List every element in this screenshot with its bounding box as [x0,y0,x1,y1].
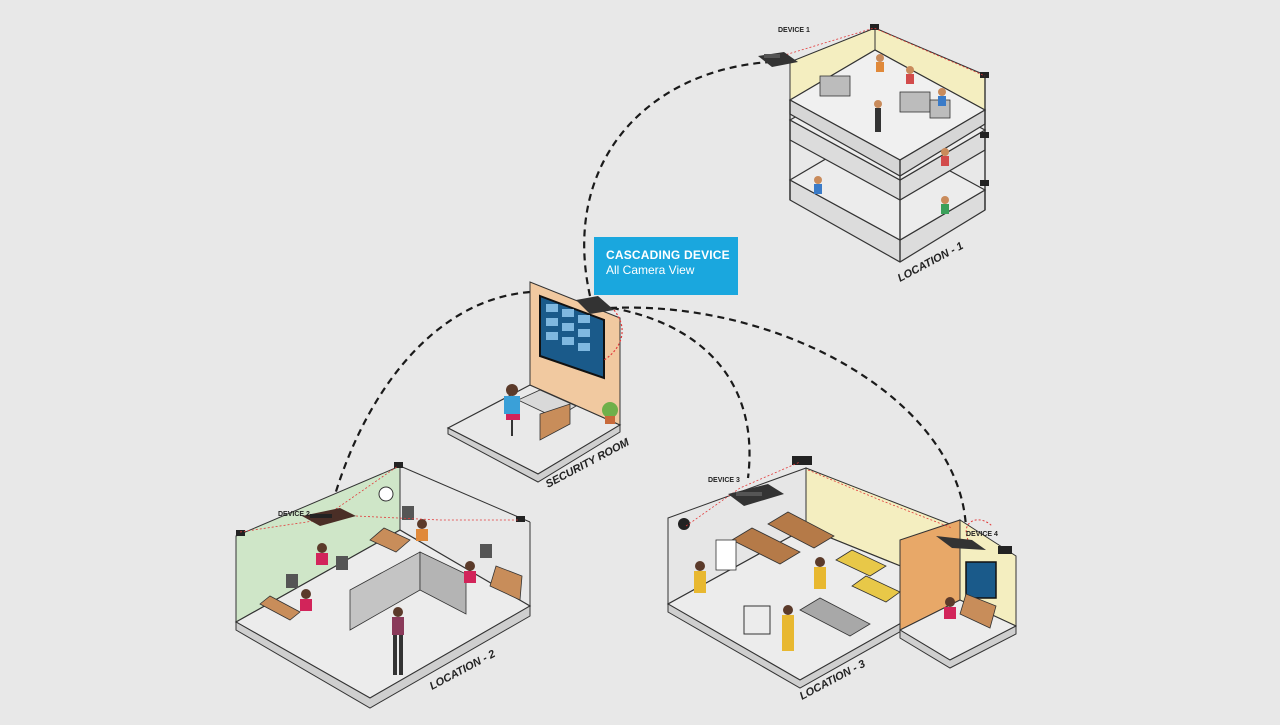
camera-icon [980,72,989,78]
camera-icon [678,518,690,530]
callout-title: CASCADING DEVICE [606,248,730,262]
cascading-device-callout: CASCADING DEVICE All Camera View [594,237,738,295]
callout-subtitle: All Camera View [606,263,695,277]
camera-icon [980,180,989,186]
room-floor-edge [447,424,621,483]
location-3-factory: DEVICE 3 DEVICE 4 LOCATION - 3 [666,456,1018,703]
camera-icon [870,24,879,30]
link-security-to-device-3 [599,304,751,479]
link-security-to-location-1 [583,60,771,297]
location-2-office: DEVICE 2 LOCATION - 2 [234,462,532,709]
cascading-device [576,296,614,314]
device-1-label: DEVICE 1 [778,27,810,34]
monitor [965,561,997,599]
camera-icon [236,530,245,536]
camera-icon [792,456,812,465]
device-4-label: DEVICE 4 [966,531,998,538]
location-1-building: DEVICE 1 LOCATION - 1 [758,24,989,285]
device-2-label: DEVICE 2 [278,511,310,518]
camera-icon [998,546,1012,554]
camera-icon [516,516,525,522]
device-3-label: DEVICE 3 [708,477,740,484]
camera-icon [980,132,989,138]
device-4-recorder [936,536,986,550]
security-room: SECURITY ROOM [446,281,632,491]
connection-lines [328,60,968,529]
link-security-to-location-2 [328,290,531,513]
camera-icon [394,462,403,468]
office-floor-edge [235,605,531,709]
